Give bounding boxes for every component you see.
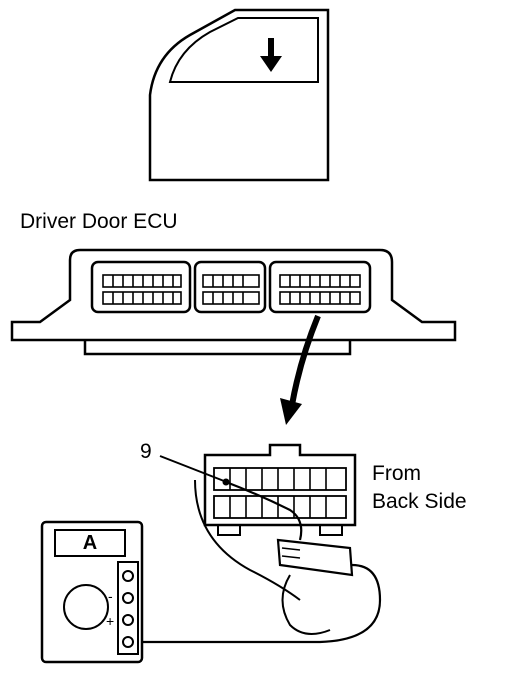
down-arrow-icon bbox=[260, 38, 282, 72]
ecu-unit bbox=[10, 248, 457, 356]
curved-arrow-icon bbox=[280, 314, 321, 425]
ammeter-icon bbox=[40, 520, 144, 664]
view-line-2: Back Side bbox=[372, 490, 467, 513]
meter-plus-sign: + bbox=[106, 613, 114, 629]
meter-display-label: A bbox=[82, 532, 98, 554]
door-illustration bbox=[148, 8, 330, 182]
meter-minus-sign: - bbox=[108, 588, 113, 604]
pin-number-label: 9 bbox=[140, 440, 152, 463]
enlarged-connector bbox=[203, 443, 357, 536]
test-probe-icon bbox=[135, 479, 382, 644]
view-direction-label: From Back Side bbox=[372, 460, 467, 516]
view-line-1: From bbox=[372, 462, 421, 485]
ecu-title: Driver Door ECU bbox=[20, 210, 178, 233]
